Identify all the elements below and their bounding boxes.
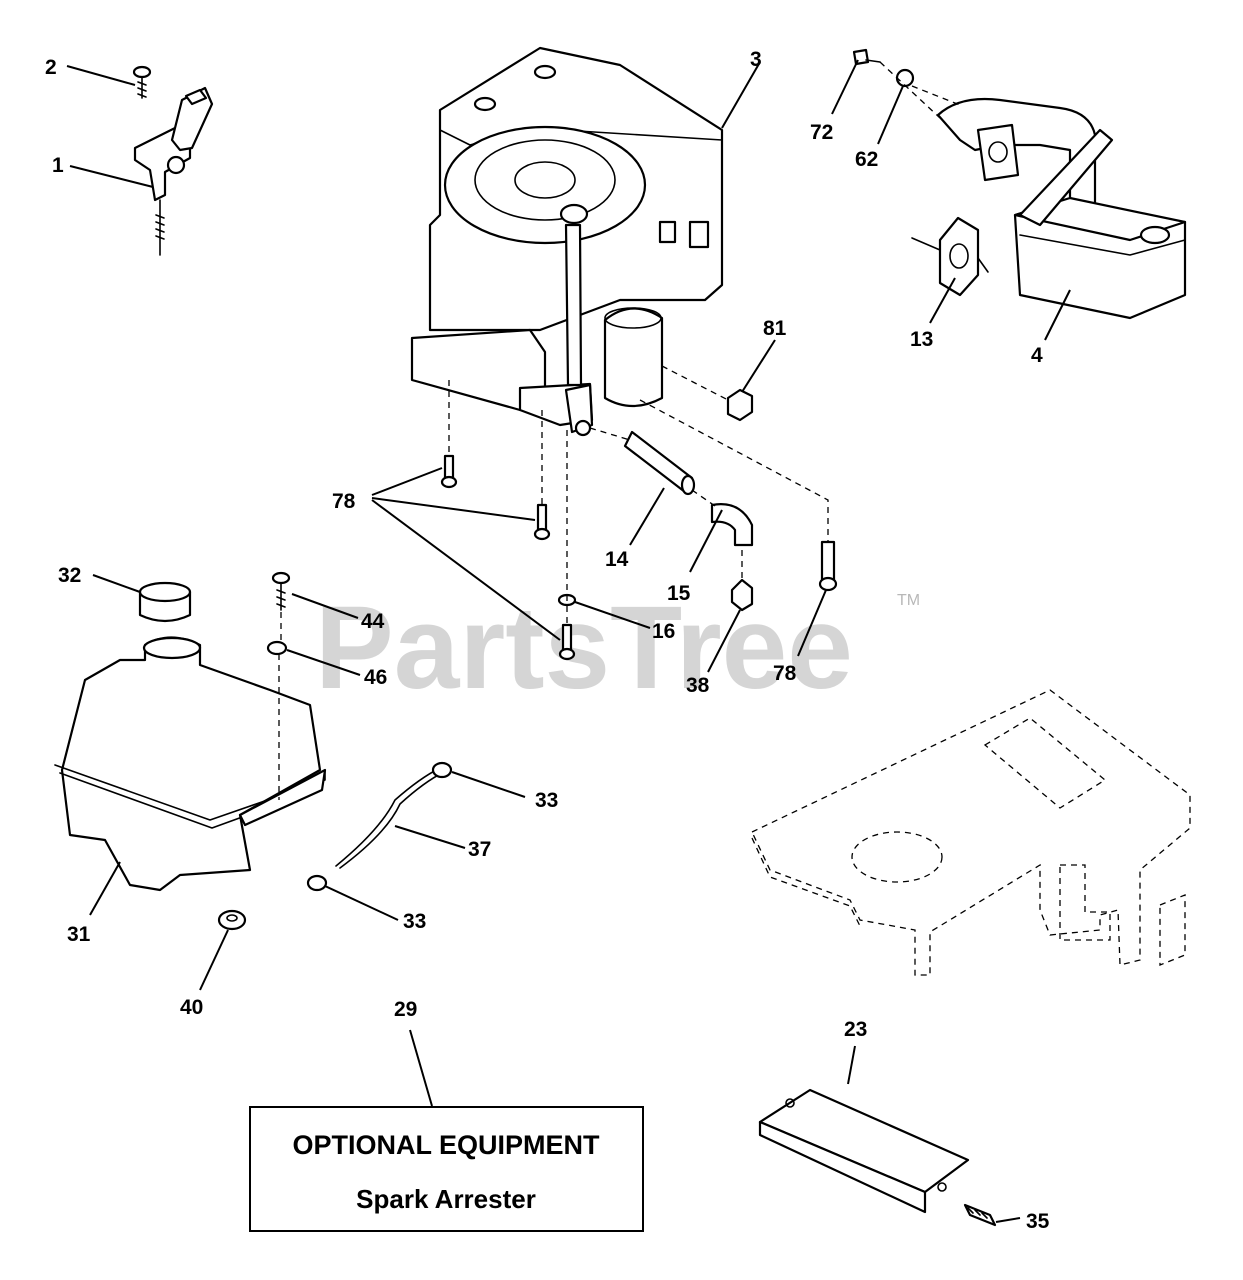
drain-elbow-part	[710, 503, 754, 547]
screw-part	[132, 65, 152, 99]
fuel-line-part	[335, 767, 441, 867]
hose-clamp-part	[431, 761, 453, 779]
nut-part	[726, 388, 754, 422]
spark-arrester-screw-part	[963, 1203, 997, 1227]
callout-38: 38	[686, 674, 710, 697]
callout-72: 72	[810, 121, 833, 144]
watermark-trademark: TM	[897, 592, 920, 609]
optional-equipment-title: OPTIONAL EQUIPMENT	[292, 1130, 600, 1160]
callout-4: 4	[1031, 344, 1043, 367]
drain-fitting-part	[730, 578, 754, 612]
fuel-cap-part	[138, 581, 192, 623]
fuel-tank-part	[54, 636, 327, 892]
callout-32: 32	[58, 564, 81, 587]
washer-part	[895, 68, 915, 88]
grommet-part	[217, 909, 247, 931]
callouts: 2 1 3 72 62 13 4 81 78 14 15 16 38 78 32…	[45, 48, 1050, 1233]
callout-1: 1	[52, 154, 64, 177]
hose-clamp-part	[306, 874, 328, 892]
callout-40: 40	[180, 996, 203, 1019]
gasket-part	[911, 216, 989, 297]
optional-equipment-box: OPTIONAL EQUIPMENT Spark Arrester	[249, 1106, 644, 1232]
callout-15: 15	[667, 582, 691, 605]
frame-outline	[751, 689, 1191, 976]
callout-78-lower: 78	[773, 662, 797, 685]
callout-33-upper: 33	[535, 789, 558, 812]
callout-31: 31	[67, 923, 91, 946]
tank-screw-part	[271, 571, 291, 611]
engine-mount-bolt-part	[440, 454, 838, 661]
callout-44: 44	[361, 610, 385, 633]
callout-62: 62	[855, 148, 878, 171]
callout-13: 13	[910, 328, 933, 351]
callout-29: 29	[394, 998, 417, 1021]
callout-14: 14	[605, 548, 629, 571]
spark-arrester-plate-part	[758, 1088, 970, 1214]
callout-78-upper: 78	[332, 490, 356, 513]
watermark-brand: PartsTree	[315, 582, 853, 714]
callout-35: 35	[1026, 1210, 1050, 1233]
callout-23: 23	[844, 1018, 867, 1041]
leader-lines	[66, 59, 1071, 1223]
callout-16: 16	[652, 620, 675, 643]
callout-2: 2	[45, 56, 57, 79]
callout-33-lower: 33	[403, 910, 426, 933]
muffler-part	[936, 97, 1187, 320]
callout-37: 37	[468, 838, 491, 861]
oil-fitting-part	[623, 430, 696, 496]
washer-part	[266, 640, 288, 656]
callout-46: 46	[364, 666, 387, 689]
throttle-control-part	[133, 86, 214, 256]
optional-equipment-subtitle: Spark Arrester	[356, 1184, 536, 1214]
engine-part	[410, 46, 724, 437]
callout-3: 3	[750, 48, 762, 71]
callout-81: 81	[763, 317, 787, 340]
